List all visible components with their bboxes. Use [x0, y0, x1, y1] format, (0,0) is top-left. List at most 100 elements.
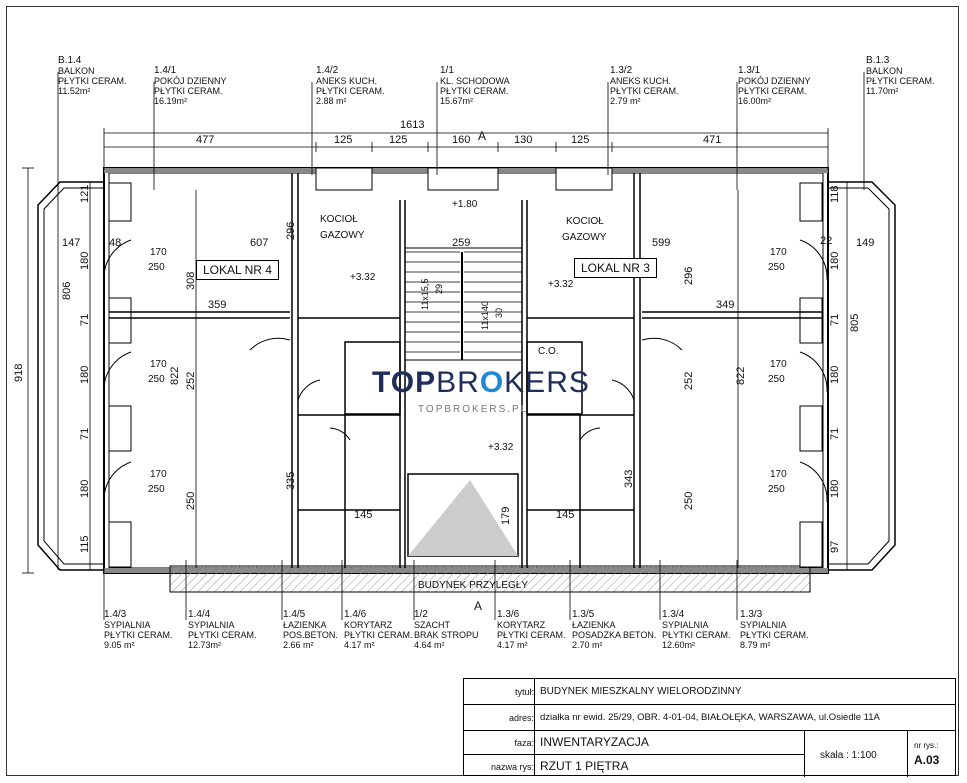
dim-147: 147 — [62, 237, 80, 249]
room-code: 1/1 — [440, 65, 454, 76]
drawing-number: A.03 — [914, 753, 940, 767]
left-column-dims-2: 71 — [79, 314, 91, 326]
left-column-dims-3: 180 — [79, 366, 91, 384]
room-finish: PŁYTKI CERAM. — [740, 630, 809, 640]
room-name: SYPIALNIA — [104, 620, 151, 630]
section-a-top: A — [478, 129, 486, 143]
room-name: KL. SCHODOWA — [440, 76, 510, 86]
room-area: 16.19m² — [154, 96, 188, 106]
dim-r822: 822 — [735, 367, 747, 385]
balcony-left — [37, 181, 104, 571]
room-name: SYPIALNIA — [740, 620, 787, 630]
staircase — [404, 247, 523, 361]
dim-125a: 125 — [334, 134, 352, 146]
dim-48: 48 — [109, 237, 121, 249]
level-332-left: +3.32 — [350, 272, 376, 283]
dim-607: 607 — [250, 237, 268, 249]
drawing-number-key: nr rys.: — [914, 741, 939, 750]
room-door-arcs — [249, 337, 683, 441]
room-name: ANEKS KUCH. — [610, 76, 672, 86]
section-a-bottom: A — [474, 599, 482, 613]
stairs-labels: 11x15,5 29 11x140 30 — [420, 279, 504, 330]
stairs-d: 30 — [494, 308, 504, 318]
dim-308: 308 — [185, 272, 197, 290]
pillars — [108, 182, 823, 568]
room-area: 16.00m² — [738, 96, 772, 106]
dim-left-block: 477 — [196, 134, 214, 146]
right-column-dims-4: 71 — [829, 428, 841, 440]
co-label: C.O. — [538, 346, 559, 357]
balcony-right — [828, 181, 896, 571]
right-column-dims-2: 71 — [829, 314, 841, 326]
room-name: ŁAZIENKA — [572, 620, 616, 630]
room-name: BALKON — [866, 66, 903, 76]
dimension-lines — [22, 72, 865, 620]
scale-divider — [804, 730, 805, 777]
right-column-dims-5: 180 — [829, 480, 841, 498]
stairs-a: 11x15,5 — [420, 279, 430, 310]
level-332-mid: +3.32 — [488, 442, 514, 453]
dim-160: 160 — [452, 134, 470, 146]
room-area: 2.66 m² — [283, 640, 314, 650]
room-code: 1.3/5 — [572, 609, 595, 620]
boiler-left: KOCIOŁ — [320, 214, 358, 225]
dim-l250: 250 — [185, 492, 197, 510]
room-finish: PŁYTKI CERAM. — [497, 630, 566, 640]
room-name: ANEKS KUCH. — [316, 76, 378, 86]
dimension-texts: 1613 477 125 125 160 130 125 471 918 806… — [13, 119, 874, 521]
dim-right-height: 805 — [849, 314, 861, 332]
window-250-R1: 250 — [768, 374, 785, 385]
level-180: +1.80 — [452, 199, 478, 210]
window-250-R2: 250 — [768, 484, 785, 495]
room-area: 4.64 m² — [414, 640, 445, 650]
phase-row: faza: INWENTARYZACJA — [464, 730, 804, 755]
room-finish: PŁYTKI CERAM. — [188, 630, 257, 640]
room-name: SYPIALNIA — [188, 620, 235, 630]
room-area: 4.17 m² — [497, 640, 528, 650]
room-finish: PŁYTKI CERAM. — [154, 86, 223, 96]
left-column-dims-0: 121 — [79, 185, 91, 203]
window-170-R2: 170 — [770, 469, 787, 480]
address-row: adres: działka nr ewid. 25/29, OBR. 4-01… — [464, 704, 955, 731]
window-170-L2: 170 — [150, 469, 167, 480]
room-area: 15.67m² — [440, 96, 474, 106]
title-value: BUDYNEK MIESZKALNY WIELORODZINNY — [540, 686, 742, 697]
section-markers: A A — [474, 129, 486, 613]
room-code: 1.4/5 — [283, 609, 306, 620]
dim-259: 259 — [452, 237, 470, 249]
level-332-right: +3.32 — [548, 279, 574, 290]
left-column-dims-5: 180 — [79, 480, 91, 498]
room-finish: PŁYTKI CERAM. — [344, 630, 413, 640]
right-column-dims-3: 180 — [829, 366, 841, 384]
room-finish: PŁYTKI CERAM. — [104, 630, 173, 640]
room-code: 1.4/1 — [154, 65, 177, 76]
room-name: ŁAZIENKA — [283, 620, 327, 630]
kitchen-blocks — [315, 167, 613, 191]
window-170-L0: 170 — [150, 247, 167, 258]
room-code: B.1.3 — [866, 55, 890, 66]
phase-value: INWENTARYZACJA — [540, 735, 649, 749]
vertical-dims: 308 296 822 822 252 252 250 250 335 343 … — [169, 267, 747, 525]
stairs-b: 11x140 — [480, 301, 490, 330]
room-finish: PŁYTKI CERAM. — [58, 76, 127, 86]
dim-22: 22 — [820, 235, 832, 247]
phase-key: faza: — [514, 738, 534, 748]
address-key: adres: — [508, 713, 534, 723]
dim-r252: 252 — [683, 372, 695, 390]
room-code: 1.4/3 — [104, 609, 127, 620]
room-area: 12.73m² — [188, 640, 222, 650]
dim-left-height: 806 — [61, 282, 73, 300]
room-code: 1.3/4 — [662, 609, 685, 620]
